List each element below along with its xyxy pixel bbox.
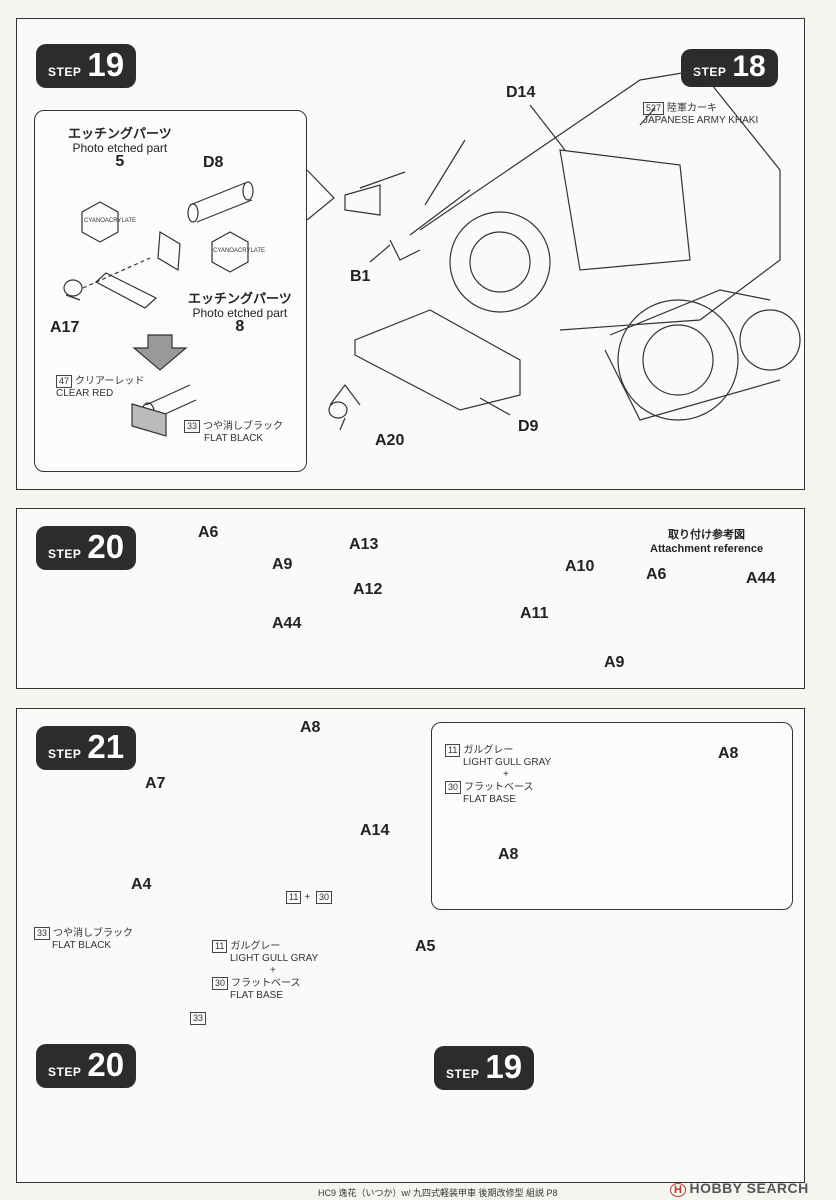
glue-label-left: CYANOACRYLATE [84,218,137,224]
ref-label-a44: A44 [746,570,776,587]
label-a6: A6 [198,524,219,541]
label-a12: A12 [353,581,383,598]
paint-a14-mix: 11+ 30 [286,891,335,904]
label-b1: B1 [350,268,371,285]
paint-small-33: 33 [190,1012,209,1025]
label-a5: A5 [415,938,436,955]
callout-label-a8: A8 [718,745,739,762]
label-a17: A17 [50,319,80,336]
label-a20: A20 [375,432,405,449]
glue-label-right: CYANOACRYLATE [213,248,266,254]
label-d9: D9 [518,418,539,435]
label-a8: A8 [300,719,321,736]
label-a7: A7 [145,775,166,792]
label-a14: A14 [360,822,390,839]
label-a11: A11 [520,605,549,622]
step21-detail-callout [431,722,793,910]
label-a10: A10 [565,558,595,575]
etched-part-8-label: エッチングパーツ Photo etched part 8 [188,291,292,335]
label-a4: A4 [131,876,152,893]
attachment-reference-title: 取り付け参考図 Attachment reference [650,529,764,555]
ref-label-a9: A9 [604,654,625,671]
ref-label-a6: A6 [646,566,667,583]
label-a44: A44 [272,615,302,632]
step20-panel [16,508,805,689]
etched-part-5-label: エッチングパーツ Photo etched part 5 [68,126,172,170]
page-footer: HC9 逸花（いつか）w/ 九四式軽装甲車 後期改修型 組説 P8 [318,1188,558,1198]
label-d8: D8 [203,154,224,171]
label-a9: A9 [272,556,293,573]
callout-label-a8-panel: A8 [498,846,519,863]
label-a13: A13 [349,536,379,553]
label-d14: D14 [506,84,536,101]
